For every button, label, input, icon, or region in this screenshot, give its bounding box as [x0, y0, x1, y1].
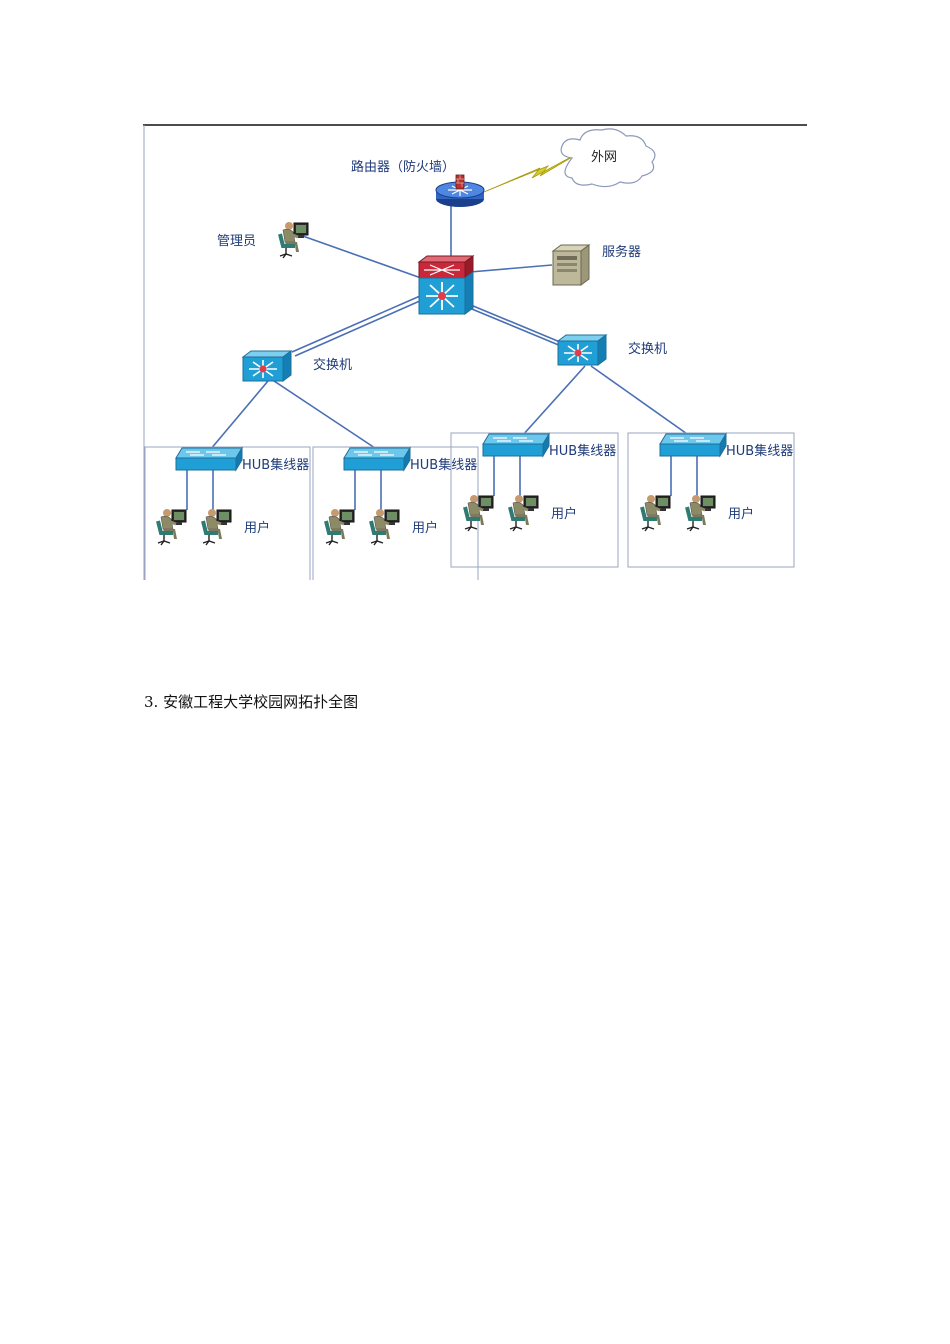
connection-lines	[186, 205, 698, 510]
router-icon	[435, 174, 485, 207]
user-4b-icon	[685, 493, 717, 533]
router-label: 路由器（防火墙）	[351, 159, 455, 175]
hub-3-icon	[482, 433, 550, 457]
switch-left-label: 交换机	[313, 357, 352, 373]
admin-user-icon	[278, 220, 310, 260]
user-3b-icon	[508, 493, 540, 533]
server-label: 服务器	[602, 244, 641, 260]
hub-3-user-label: 用户	[551, 506, 577, 522]
user-2a-icon	[324, 507, 356, 547]
switch-right-label: 交换机	[628, 341, 667, 357]
user-1b-icon	[201, 507, 233, 547]
hub-4-label: HUB集线器	[726, 443, 793, 459]
hub-3-label: HUB集线器	[549, 443, 616, 459]
switch-right-icon	[557, 334, 607, 366]
core-switch-icon	[417, 255, 475, 315]
user-1a-icon	[156, 507, 188, 547]
hub-1-user-label: 用户	[244, 520, 270, 536]
switch-left-icon	[242, 350, 292, 382]
internet-label: 外网	[591, 150, 617, 165]
hub-2-label: HUB集线器	[410, 457, 477, 473]
hub-4-user-label: 用户	[728, 506, 754, 522]
figure-caption: 3. 安徽工程大学校园网拓扑全图	[144, 693, 359, 711]
hub-4-icon	[659, 433, 727, 457]
user-4a-icon	[640, 493, 672, 533]
group-frames	[144, 432, 795, 580]
hub-2-icon	[343, 447, 411, 471]
internet-cloud-icon	[560, 128, 656, 188]
user-3a-icon	[463, 493, 495, 533]
hub-1-label: HUB集线器	[242, 457, 309, 473]
hub-2-user-label: 用户	[412, 520, 438, 536]
server-icon	[551, 244, 591, 286]
user-2b-icon	[369, 507, 401, 547]
hub-1-icon	[175, 447, 243, 471]
admin-label: 管理员	[217, 234, 256, 249]
